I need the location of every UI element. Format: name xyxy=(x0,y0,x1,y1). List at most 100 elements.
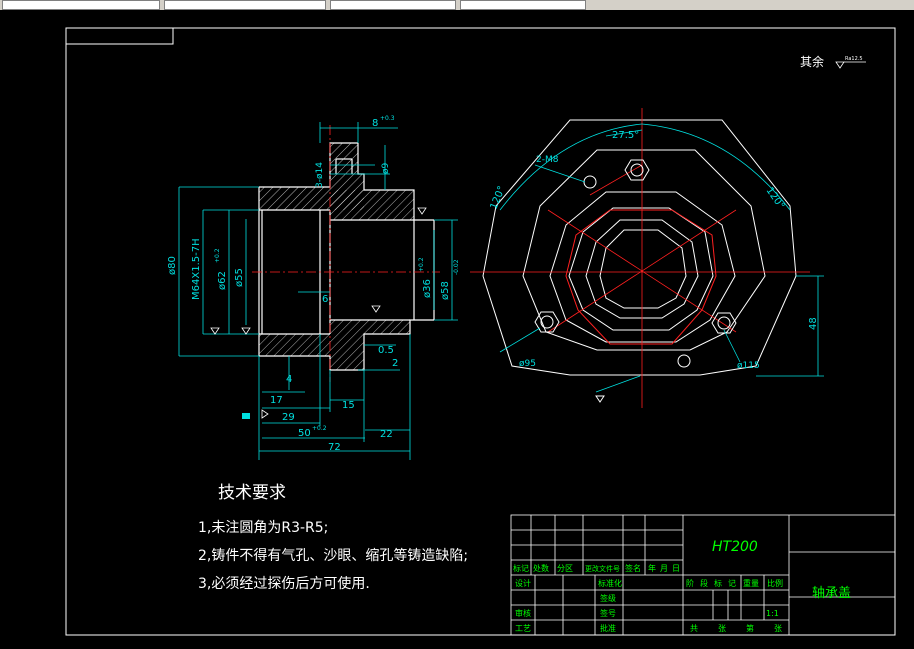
surface-note-label: 其余 xyxy=(800,54,824,69)
drawing-text: 日 xyxy=(672,564,680,573)
drawing-text: 共 xyxy=(690,624,698,633)
dim-d48: 48 xyxy=(808,317,819,330)
dim-d17: 17 xyxy=(270,395,283,406)
drawing-line xyxy=(723,329,741,363)
drawing-text: 张 xyxy=(774,624,782,633)
drawing-canvas[interactable]: 其余 Ra12.5 xyxy=(0,10,914,649)
drawing-polygon xyxy=(711,312,737,334)
dim-d80: ø80 xyxy=(167,256,178,275)
dim-d6: 6 xyxy=(322,294,328,305)
drawing-path xyxy=(261,409,269,419)
part-name-label: 轴承盖 xyxy=(812,586,851,601)
drawing-text: 标 xyxy=(714,578,722,588)
drawing-polygon xyxy=(565,209,717,345)
dim-d4: 4 xyxy=(286,374,292,385)
dim-angle: 27.5° xyxy=(612,130,639,141)
drawing-text: 签级 xyxy=(600,593,616,603)
drawing-polygon xyxy=(568,207,714,331)
drawing-polygon xyxy=(259,187,330,210)
dim-d62: ø62 xyxy=(217,271,228,290)
tech-req-item-1: 1,未注圆角为R3-R5; xyxy=(198,520,328,536)
drawing-circle xyxy=(583,175,597,189)
drawing-text: 批准 xyxy=(600,623,616,633)
plan-view: 2-M8 27.5° 120° 120° ø95 ø115 48 xyxy=(470,108,824,408)
drawing-text: 设计 xyxy=(515,578,531,588)
dim-d115: ø115 xyxy=(737,361,760,371)
drawing-text: 张 xyxy=(718,624,726,633)
dim-d05: 0.5 xyxy=(378,345,394,356)
linetype-dropdown[interactable] xyxy=(164,0,326,10)
drawing-text: 标准化 xyxy=(598,578,622,588)
dim-holes: 2-M8 xyxy=(536,155,559,165)
dim-d58: ø58 xyxy=(440,281,451,300)
section-view: ø80 M64X1.5-7H ø62 +0.2 ø55 ø36 +0.2 ø58… xyxy=(167,115,460,460)
drawing-text: 记 xyxy=(728,579,736,588)
dim-d29: 29 xyxy=(282,412,295,423)
drawing-circle xyxy=(677,354,691,368)
drawing-polygon xyxy=(482,119,797,376)
dim-d15: 15 xyxy=(342,400,355,411)
dim-d72: 72 xyxy=(328,442,341,453)
drawing-polygon xyxy=(259,334,330,356)
code-box xyxy=(65,27,174,45)
drawing-text: 审核 xyxy=(515,608,531,618)
dim-d9: ø9 xyxy=(381,162,391,174)
drawing-text: 签名 xyxy=(625,563,641,573)
drawing-line xyxy=(595,375,641,393)
drawing-g: ø80 M64X1.5-7H ø62 +0.2 ø55 ø36 +0.2 ø58… xyxy=(167,115,460,453)
drawing-text: 比例 xyxy=(767,578,783,588)
drawing-circle xyxy=(717,316,731,330)
tech-requirements: 技术要求 1,未注圆角为R3-R5; 2,铸件不得有气孔、沙眼、缩孔等铸造缺陷;… xyxy=(198,483,468,592)
surface-roughness-value: Ra12.5 xyxy=(845,56,863,62)
drawing-text: 月 xyxy=(660,564,668,573)
drawing-text: 年 xyxy=(648,563,656,573)
drawing-text: 签号 xyxy=(600,608,616,618)
drawing-circle xyxy=(540,315,554,329)
drawing-line xyxy=(547,209,737,333)
plotstyle-dropdown[interactable] xyxy=(460,0,586,10)
drawing-text: 标记 xyxy=(513,563,529,573)
material-label: HT200 xyxy=(712,539,758,555)
surface-note: 其余 Ra12.5 xyxy=(800,54,866,69)
drawing-polygon xyxy=(599,229,687,309)
drawing-polygon xyxy=(534,311,560,333)
drawing-g xyxy=(258,142,435,371)
lineweight-dropdown[interactable] xyxy=(330,0,456,10)
drawing-text: 工艺 xyxy=(515,624,531,633)
drawing-path xyxy=(641,123,791,211)
dim-120-left: 120° xyxy=(489,185,508,211)
dim-d36: ø36 xyxy=(422,279,433,298)
drawing-polygon xyxy=(549,191,736,343)
drawing-path xyxy=(499,123,643,211)
dim-top: 8 xyxy=(372,118,378,129)
tech-req-title: 技术要求 xyxy=(218,483,286,503)
drawing-line xyxy=(605,129,643,137)
drawing-polygon xyxy=(522,149,766,351)
drawing-g xyxy=(210,207,427,419)
drawing-polygon xyxy=(330,320,410,370)
layer-dropdown[interactable] xyxy=(2,0,160,10)
drawing-frame xyxy=(65,27,896,636)
roughness-symbol-icon xyxy=(835,61,845,69)
drawing-rect xyxy=(330,190,414,220)
roughness-mark-icon xyxy=(241,327,251,335)
drawing-g xyxy=(534,159,737,368)
dim-d36-tol: +0.2 xyxy=(418,257,425,272)
dim-top-tol: +0.3 xyxy=(380,115,395,122)
drawing-circle xyxy=(630,163,644,177)
dim-d95: ø95 xyxy=(519,359,536,369)
drawing-text: 段 xyxy=(700,578,708,588)
drawing-text: 阶 xyxy=(686,578,694,588)
dim-d2: 2 xyxy=(392,358,398,369)
dim-d50: 50 xyxy=(298,428,311,439)
drawing-line xyxy=(589,164,643,196)
drawing-text: 重量 xyxy=(743,578,759,588)
drawing-text: 第 xyxy=(746,623,754,633)
title-block-text: 标记 处数 分区 更改文件号 签名 年 月 日 设计 审核 工艺 标准化 签级 … xyxy=(513,563,783,633)
dim-d14: 3-ø14 xyxy=(315,162,325,188)
roughness-mark-icon xyxy=(417,207,427,215)
dim-d55: ø55 xyxy=(234,268,245,287)
drawing-polyline xyxy=(259,319,434,371)
drawing-g xyxy=(499,123,824,393)
datum-mark-icon xyxy=(242,413,250,419)
